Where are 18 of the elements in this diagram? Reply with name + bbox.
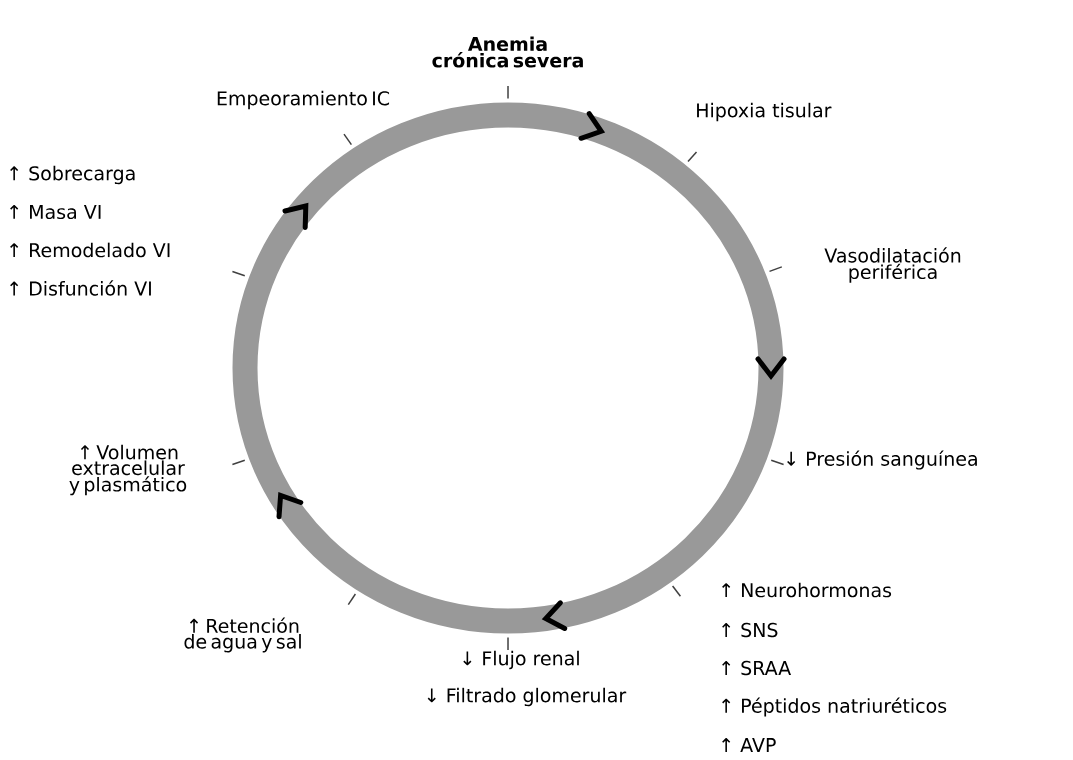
- cycle-label: ↑ Disfunción VI: [10, 280, 151, 296]
- cycle-label: ↑ SRAA: [722, 660, 791, 676]
- cycle-label: ↓ Flujo renal: [463, 650, 579, 670]
- cycle-label: ↑ Neurohormonas: [722, 582, 892, 598]
- title: Anemia crónica severa: [432, 36, 583, 68]
- cycle-label: ↓ Presión sanguínea: [787, 450, 977, 470]
- cycle-label: ↑ Masa VI: [10, 204, 101, 220]
- cycle-label: ↓ Filtrado glomerular: [427, 687, 627, 707]
- cycle-label: Vasodilatación periférica: [824, 247, 961, 283]
- cycle-label: ↑ Retención de agua y sal: [184, 617, 301, 653]
- cycle-label: ↑ AVP: [722, 738, 776, 752]
- cycle-label: ↑ Remodelado VI: [10, 242, 170, 258]
- cycle-label: ↑ Sobrecarga: [10, 165, 135, 185]
- cycle-label: Empeoramiento IC: [217, 90, 390, 110]
- cycle-label: Hipoxia tisular: [697, 102, 832, 122]
- cycle-label: ↑ Volumen extracelular y plasmático: [69, 444, 187, 496]
- cycle-label: ↑ Péptidos natriuréticos: [722, 697, 947, 717]
- cycle-label: ↑ SNS: [722, 622, 778, 638]
